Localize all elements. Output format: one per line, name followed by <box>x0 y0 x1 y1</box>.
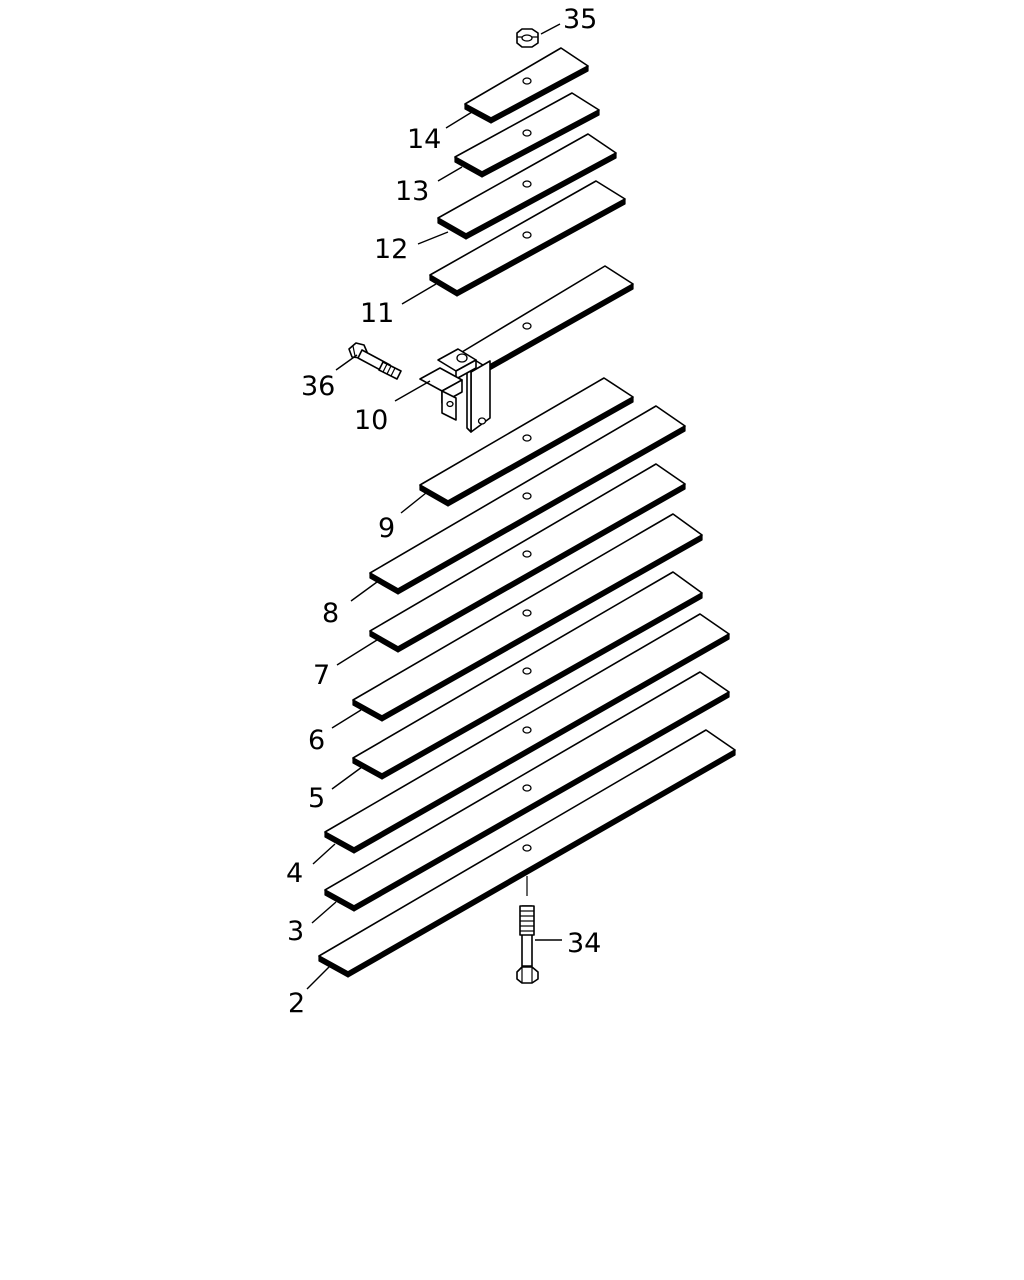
leader-5 <box>331 766 363 790</box>
leaf-6 <box>352 513 703 722</box>
leaf-4 <box>324 613 730 854</box>
leaf-14 <box>464 47 589 124</box>
leader-10 <box>394 380 431 402</box>
bolt-36 <box>348 342 402 380</box>
callout-36: 36 <box>301 371 335 402</box>
callout-34: 34 <box>567 928 601 959</box>
leaf-2 <box>318 729 736 978</box>
leader-36 <box>335 354 358 371</box>
callout-14: 14 <box>407 124 441 155</box>
leaf-9 <box>419 377 634 507</box>
leaf-12 <box>437 133 617 240</box>
nut-35 <box>516 28 539 48</box>
leader-3 <box>311 901 337 924</box>
leaf-13 <box>454 92 600 178</box>
callout-13: 13 <box>395 176 429 207</box>
callout-11: 11 <box>360 298 394 329</box>
leaf-3 <box>324 671 730 912</box>
leader-35 <box>540 23 561 35</box>
callout-35: 35 <box>563 4 597 35</box>
leader-2 <box>306 965 331 990</box>
leader-11 <box>401 283 437 305</box>
callout-10: 10 <box>354 405 388 436</box>
leaf-8 <box>369 405 686 595</box>
leaf-7 <box>369 463 686 653</box>
callout-4: 4 <box>286 858 303 889</box>
leader-9 <box>400 492 427 514</box>
leader-14 <box>445 111 473 129</box>
callout-7: 7 <box>313 660 330 691</box>
bracket-leaf-10 <box>419 265 634 433</box>
leader-13 <box>437 166 463 182</box>
leader-4 <box>312 843 336 865</box>
leader-8 <box>350 581 378 602</box>
callout-6: 6 <box>308 725 325 756</box>
callout-9: 9 <box>378 513 395 544</box>
leaf-11 <box>429 180 626 297</box>
callout-8: 8 <box>322 598 339 629</box>
leader-12 <box>417 231 449 245</box>
callout-12: 12 <box>374 234 408 265</box>
callout-labels: 35 14 13 12 11 36 10 9 8 7 6 5 4 3 2 34 <box>286 4 601 1019</box>
leader-lines <box>306 23 562 990</box>
callout-3: 3 <box>287 916 304 947</box>
leader-7 <box>336 639 378 666</box>
center-bolt-34 <box>516 876 539 984</box>
callout-2: 2 <box>288 988 305 1019</box>
callout-5: 5 <box>308 783 325 814</box>
leader-6 <box>331 709 362 729</box>
leaf-5 <box>352 571 703 780</box>
